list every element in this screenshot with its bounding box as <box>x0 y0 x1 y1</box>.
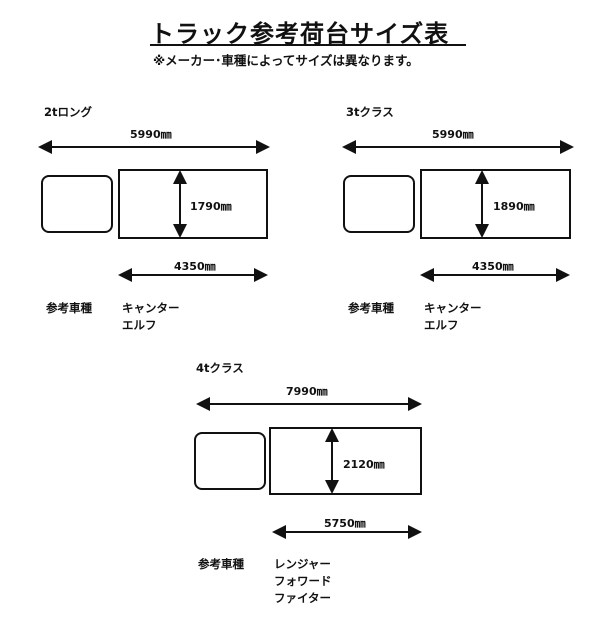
bed-width-arrow <box>475 170 489 238</box>
title-underline <box>150 44 466 46</box>
bed-width-label: 1890㎜ <box>493 200 535 213</box>
cargo-bed-outline <box>420 169 571 239</box>
reference-model-list: キャンター エルフ <box>424 300 482 334</box>
bed-length-arrow <box>272 525 422 539</box>
truck-diagram-4t-class: 4tクラス 7990㎜ 2120㎜ 5750㎜ 参考車種 レンジャー フォワード… <box>192 360 432 620</box>
reference-model-list: レンジャー フォワード ファイター <box>274 556 332 607</box>
disclaimer-note: ※メーカー･車種によってサイズは異なります。 <box>153 53 419 68</box>
model-name: レンジャー <box>274 557 331 571</box>
overall-length-arrow <box>38 140 270 154</box>
cargo-bed-outline <box>269 427 422 495</box>
cab-outline <box>194 432 266 490</box>
bed-length-label: 4350㎜ <box>174 260 216 273</box>
model-name: キャンター <box>424 301 482 315</box>
truck-class-label: 4tクラス <box>196 361 244 375</box>
model-name: ファイター <box>274 591 332 605</box>
cargo-bed-outline <box>118 169 268 239</box>
model-name: キャンター <box>122 301 180 315</box>
bed-length-label: 4350㎜ <box>472 260 514 273</box>
bed-length-label: 5750㎜ <box>324 517 366 530</box>
model-name: エルフ <box>122 318 157 332</box>
overall-length-arrow <box>196 397 422 411</box>
truck-diagram-3t-class: 3tクラス 5990㎜ 1890㎜ 4350㎜ 参考車種 キャンター エルフ <box>340 104 580 364</box>
cab-outline <box>41 175 113 233</box>
model-name: フォワード <box>274 574 332 588</box>
overall-length-label: 7990㎜ <box>286 385 328 398</box>
overall-length-label: 5990㎜ <box>130 128 172 141</box>
truck-diagram-2t-long: 2tロング 5990㎜ 1790㎜ 4350㎜ 参考車種 キャンター エルフ <box>38 104 278 364</box>
bed-width-label: 1790㎜ <box>190 200 232 213</box>
cab-outline <box>343 175 415 233</box>
truck-class-label: 3tクラス <box>346 105 394 119</box>
reference-model-list: キャンター エルフ <box>122 300 180 334</box>
reference-model-label: 参考車種 <box>198 557 244 571</box>
bed-width-label: 2120㎜ <box>343 458 385 471</box>
reference-model-label: 参考車種 <box>348 301 394 315</box>
bed-length-arrow <box>118 268 268 282</box>
truck-class-label: 2tロング <box>44 105 92 119</box>
bed-length-arrow <box>420 268 570 282</box>
overall-length-label: 5990㎜ <box>432 128 474 141</box>
bed-width-arrow <box>173 170 187 238</box>
model-name: エルフ <box>424 318 459 332</box>
reference-model-label: 参考車種 <box>46 301 92 315</box>
page-title: トラック参考荷台サイズ表 <box>150 20 450 48</box>
bed-width-arrow <box>325 428 339 494</box>
overall-length-arrow <box>342 140 574 154</box>
